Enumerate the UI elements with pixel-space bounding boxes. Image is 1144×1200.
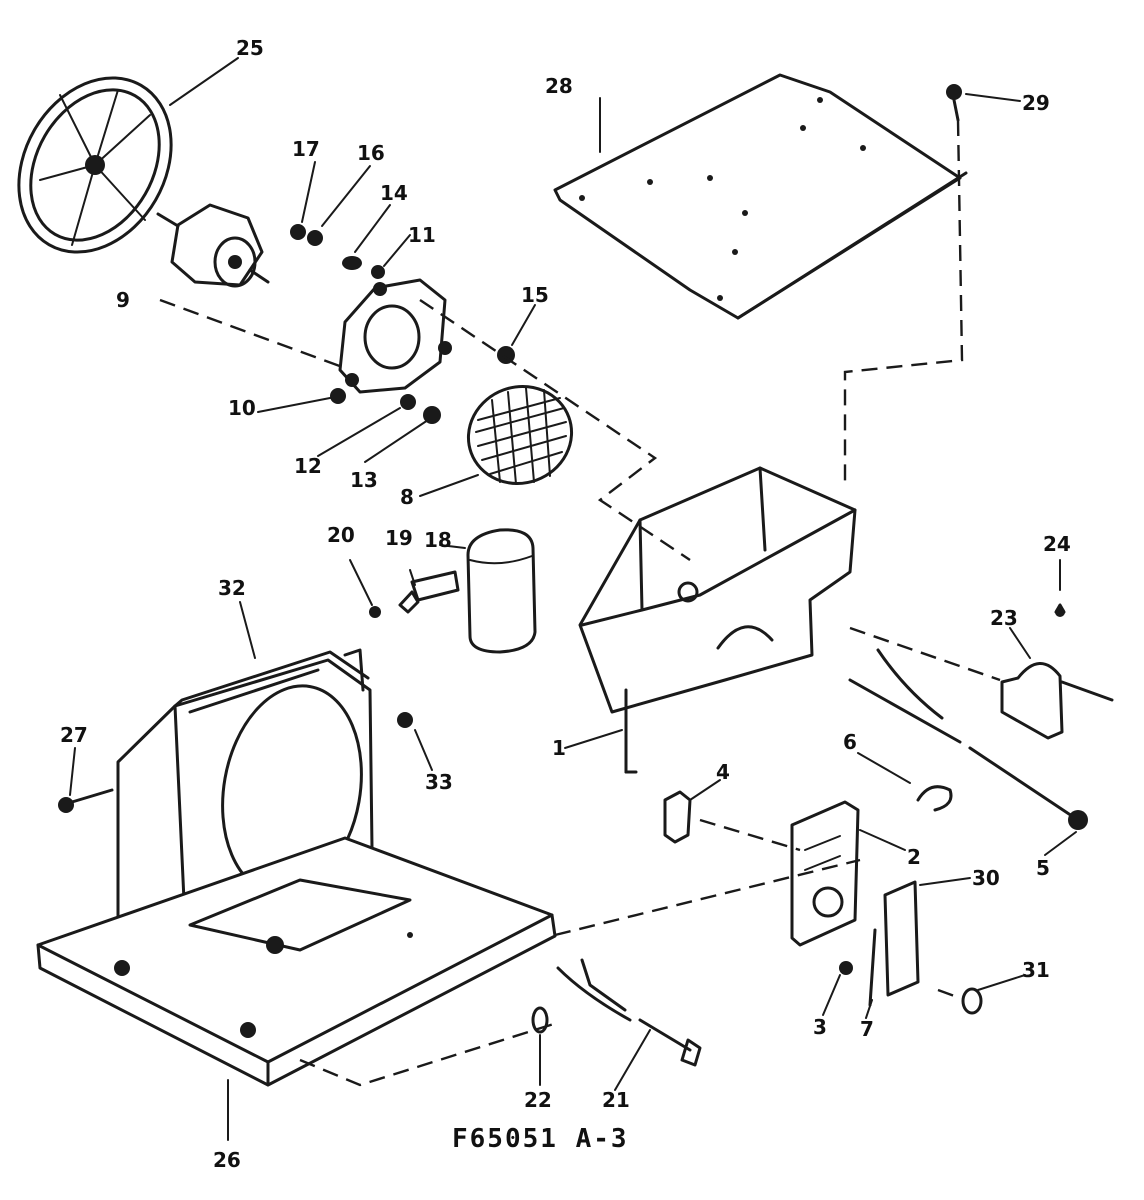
callout-11: 11 — [408, 223, 436, 247]
callout-14: 14 — [380, 181, 408, 205]
callout-7: 7 — [860, 1017, 874, 1041]
callout-20: 20 — [327, 523, 355, 547]
callout-32: 32 — [218, 576, 246, 600]
callout-4: 4 — [716, 760, 730, 784]
callout-1: 1 — [552, 736, 566, 760]
callout-9: 9 — [116, 288, 130, 312]
callout-22: 22 — [524, 1088, 552, 1112]
callout-26: 26 — [213, 1148, 241, 1172]
motor-part — [156, 203, 270, 288]
callout-13: 13 — [350, 468, 378, 492]
screws-27-33 — [58, 712, 413, 813]
cables-part — [848, 648, 1088, 830]
housing-part — [578, 466, 857, 774]
leader-lines — [69, 57, 1077, 1141]
control-assembly-part — [663, 790, 983, 1015]
screw-part — [946, 84, 962, 122]
callout-2: 2 — [907, 845, 921, 869]
callout-25: 25 — [236, 36, 264, 60]
callout-31: 31 — [1022, 958, 1050, 982]
callout-17: 17 — [292, 137, 320, 161]
callout-6: 6 — [843, 730, 857, 754]
bracket-23-part — [1000, 603, 1114, 740]
callout-16: 16 — [357, 141, 385, 165]
callout-21: 21 — [602, 1088, 630, 1112]
callout-33: 33 — [425, 770, 453, 794]
base-pan-part — [36, 836, 557, 1087]
fan-blade-part — [17, 76, 173, 254]
callout-30: 30 — [972, 866, 1000, 890]
callout-12: 12 — [294, 454, 322, 478]
capacitor-part — [369, 528, 537, 654]
callout-8: 8 — [400, 485, 414, 509]
callout-24: 24 — [1043, 532, 1071, 556]
figure-code: F65051 A-3 — [452, 1124, 629, 1154]
callout-15: 15 — [521, 283, 549, 307]
top-cover-part — [553, 73, 968, 320]
motor-bracket-part — [338, 278, 452, 394]
callout-19: 19 — [385, 526, 413, 550]
callout-23: 23 — [990, 606, 1018, 630]
callout-27: 27 — [60, 723, 88, 747]
callout-5: 5 — [1036, 856, 1050, 880]
callout-18: 18 — [424, 528, 452, 552]
blower-wheel-part — [466, 385, 574, 485]
assembly-guides — [159, 119, 1001, 1087]
power-cord-part — [531, 958, 702, 1067]
callout-10: 10 — [228, 396, 256, 420]
callout-3: 3 — [813, 1015, 827, 1039]
callout-28: 28 — [545, 74, 573, 98]
callout-29: 29 — [1022, 91, 1050, 115]
hardware-nuts — [290, 224, 515, 424]
